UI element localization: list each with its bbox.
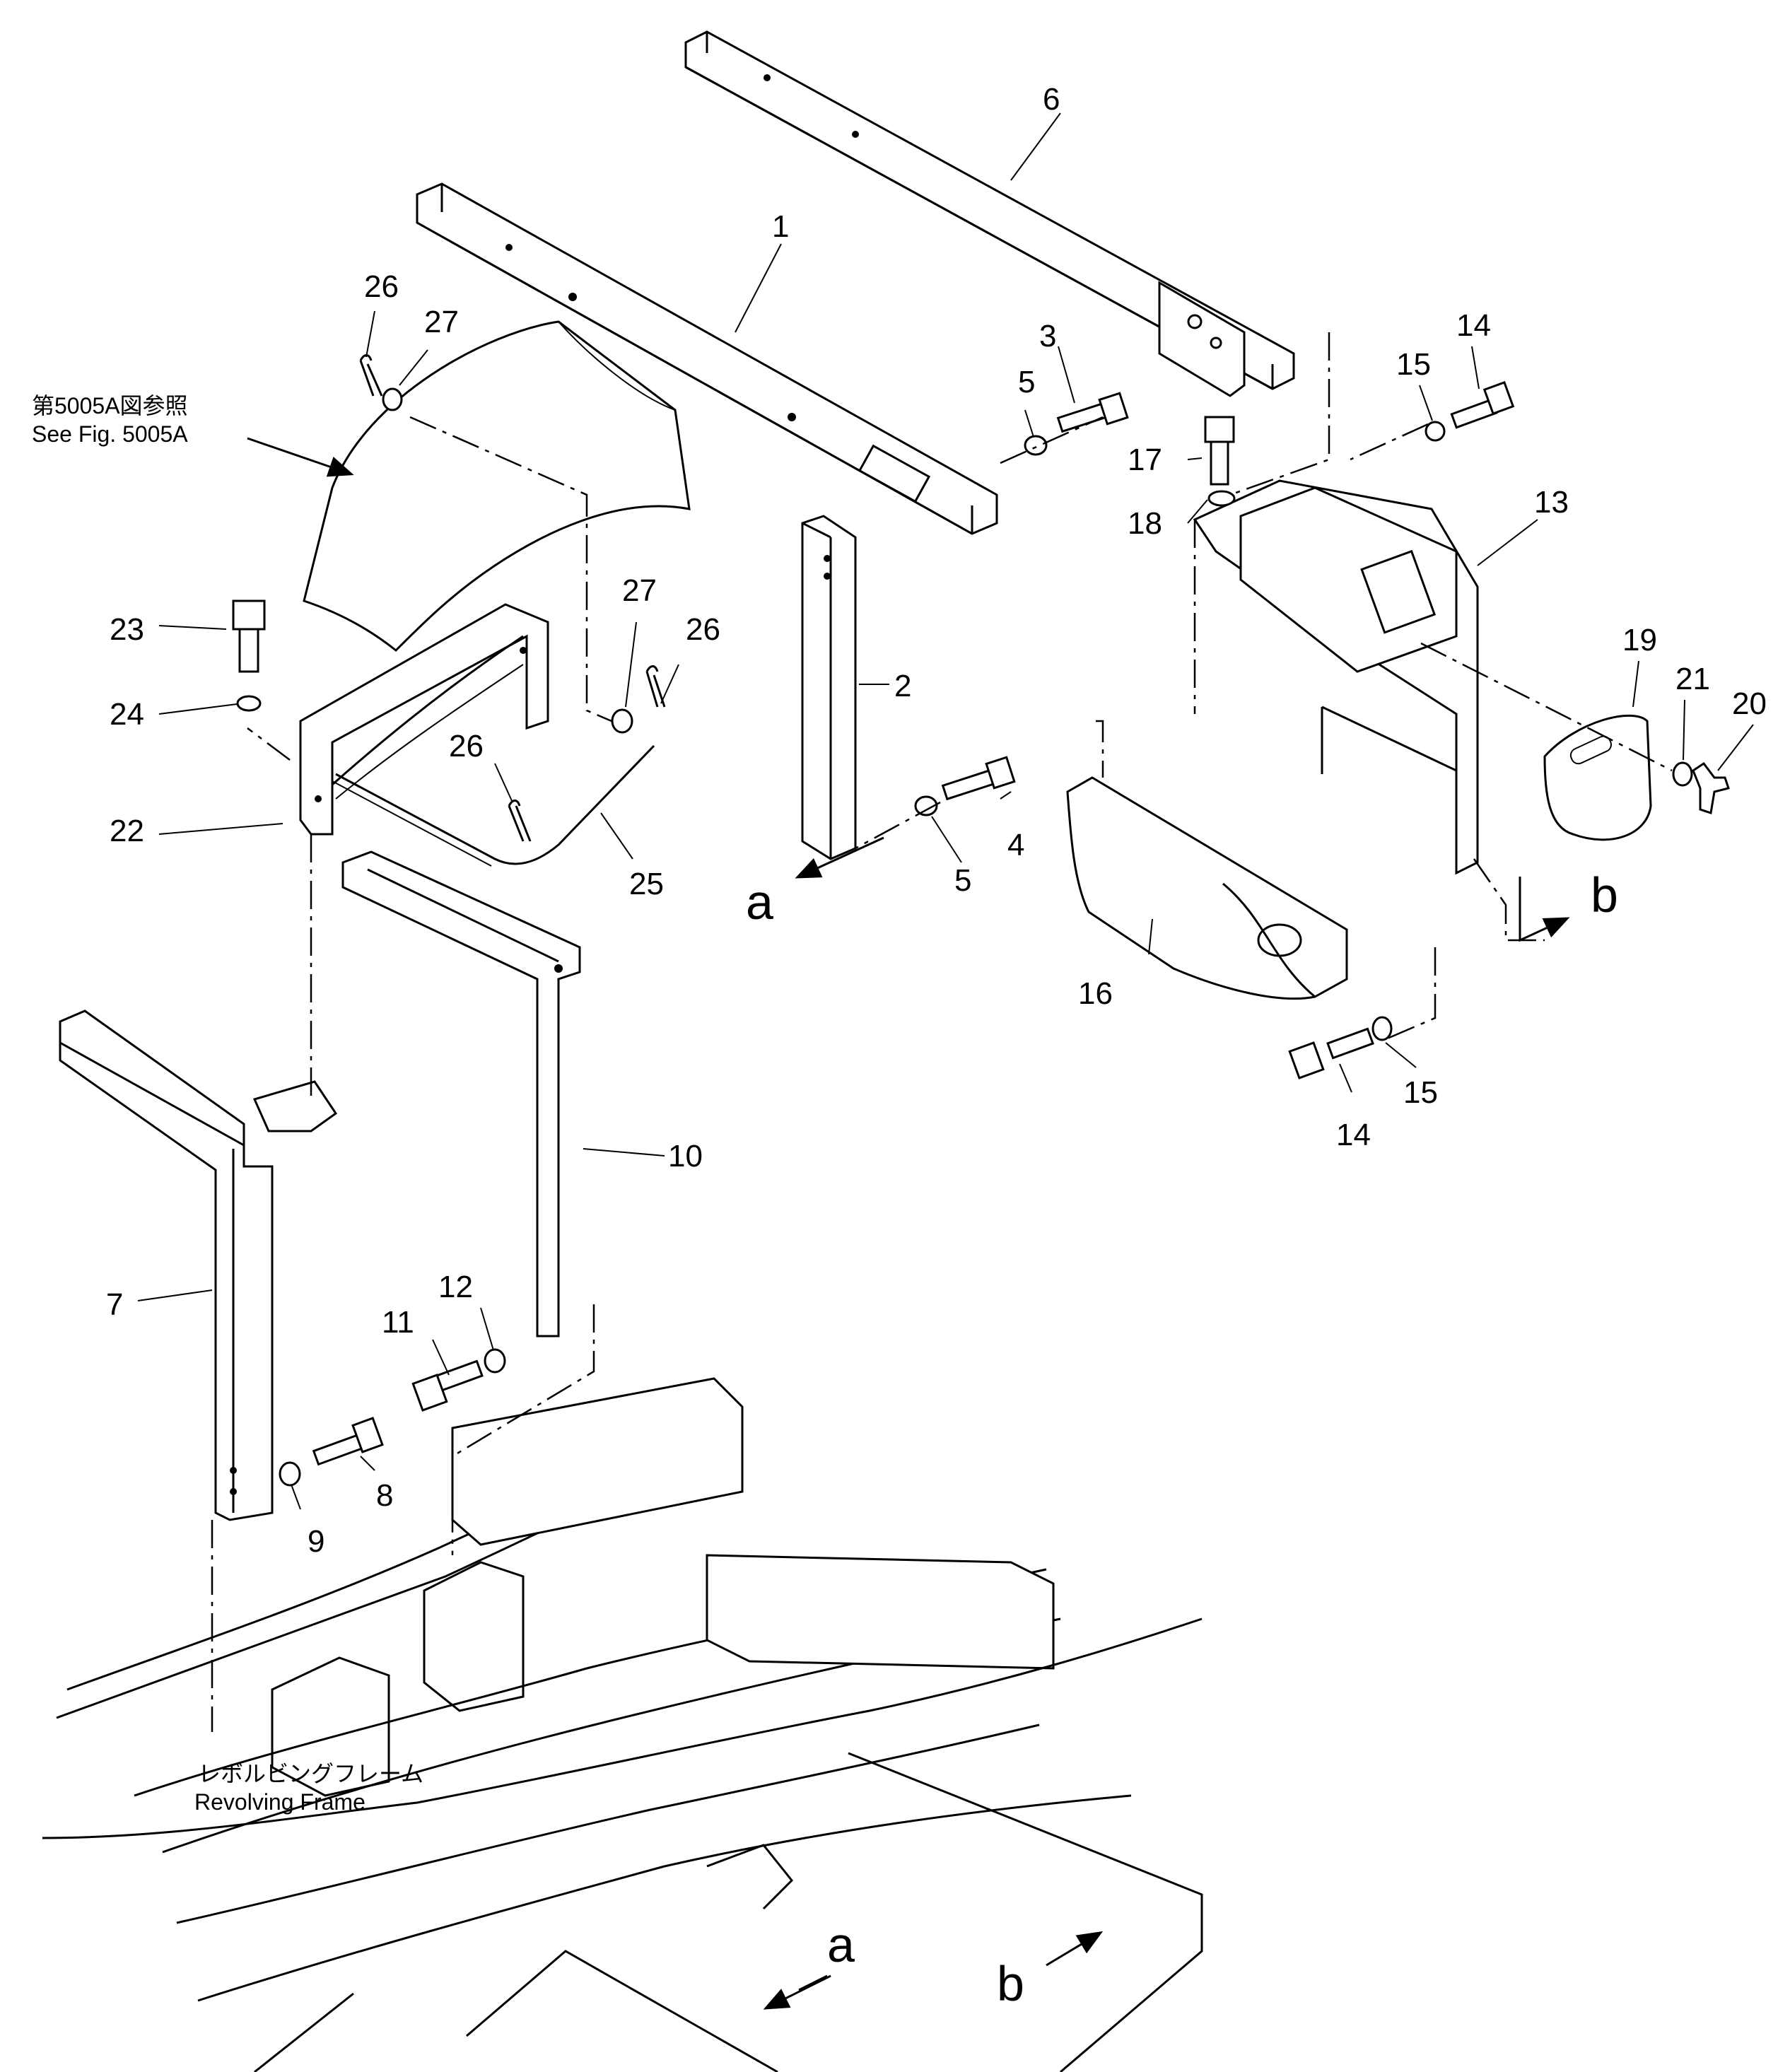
part-5-washer-lower [914,795,938,816]
part-26-pin-b [645,665,666,708]
part-10-support [341,850,581,1338]
label-part-7: 7 [106,1287,123,1322]
part-18-washer [1207,490,1236,507]
label-part-2: 2 [894,669,911,703]
connector-letters: a b a b [746,867,1618,2011]
part-23-bolt [232,599,266,673]
part-4-bolt [941,756,1016,801]
label-part-1: 1 [772,209,789,244]
label-connector-a-lower: a [827,1917,855,1972]
figure-ref-ja: 第5005A図参照 [32,393,188,419]
part-24-washer [236,695,262,712]
figure-ref-en: See Fig. 5005A [32,421,188,447]
label-connector-b-lower: b [997,1956,1024,2011]
part-12-washer [484,1348,506,1374]
frame-label: レボルビングフレーム Revolving Frame [194,1761,423,1815]
part-17-bolt [1204,416,1235,486]
part-27-washer-a [382,387,403,411]
label-part-25: 25 [629,867,664,901]
part-26-pin-c [508,800,532,842]
label-part-6: 6 [1043,82,1060,117]
label-part-26-c: 26 [449,729,484,763]
part-14-bolt-lower [1288,1027,1374,1079]
part-19-plate [1543,714,1652,841]
label-part-8: 8 [376,1478,393,1513]
label-part-18: 18 [1128,506,1162,541]
label-connector-a-upper: a [746,874,773,930]
label-part-24: 24 [110,697,144,732]
label-part-16: 16 [1078,976,1113,1011]
label-part-26-a: 26 [364,269,399,304]
part-2-post [801,515,857,860]
label-part-11: 11 [382,1305,414,1340]
part-21-washer [1672,761,1693,787]
label-part-27-a: 27 [424,305,459,339]
label-part-21: 21 [1675,662,1710,696]
label-part-3: 3 [1039,319,1056,353]
part-15-washer-upper [1425,421,1446,442]
label-part-5-b: 5 [954,863,971,898]
label-part-27-b: 27 [622,573,657,608]
label-part-14-a: 14 [1456,308,1491,343]
leader-lines [137,112,1754,1510]
label-part-9: 9 [308,1524,324,1559]
part-20-wingnut [1692,761,1730,814]
part-27-washer-b [611,708,633,734]
fasteners [232,354,1730,1487]
connector-arrows [763,836,1570,2010]
part-26-pin-a [359,354,383,397]
label-part-15-b: 15 [1403,1075,1438,1110]
figure-reference: 第5005A図参照 See Fig. 5005A [32,393,188,447]
part-3-bolt [1056,392,1129,433]
revolving-frame [42,1377,1203,2072]
label-part-12: 12 [438,1270,473,1304]
label-part-20: 20 [1732,686,1767,721]
label-part-10: 10 [668,1139,703,1173]
part-13-bracket [1193,479,1479,875]
part-6-beam [684,30,1295,397]
part-9-washer [279,1461,301,1487]
frame-label-en: Revolving Frame [194,1789,365,1815]
part-14-bolt-upper [1450,381,1515,429]
frame-label-ja: レボルビングフレーム [198,1761,423,1786]
part-22-bracket [299,603,549,836]
part-1-beam [416,182,998,535]
part-11-bolt [411,1359,484,1412]
label-part-17: 17 [1128,443,1162,477]
part-5-washer-upper [1024,435,1048,456]
label-part-5-a: 5 [1018,365,1035,399]
part-7-support [59,1009,338,1521]
part-8-bolt [312,1417,384,1466]
label-part-13: 13 [1534,485,1569,520]
part-25-rod [332,744,655,867]
label-part-4: 4 [1007,828,1024,862]
part-15-washer-lower [1371,1016,1393,1041]
label-part-23: 23 [110,612,144,647]
assembly-lines [211,332,1673,1732]
part-16-tray [1066,776,1348,1000]
part-labels: 6 1 26 27 3 5 14 15 17 18 13 23 27 26 2 … [106,82,1767,1559]
label-part-15-a: 15 [1396,347,1431,382]
label-connector-b-upper: b [1591,867,1618,923]
label-part-14-b: 14 [1336,1118,1371,1152]
label-part-19: 19 [1622,623,1657,657]
label-part-26-b: 26 [686,612,720,647]
label-part-22: 22 [110,814,144,848]
